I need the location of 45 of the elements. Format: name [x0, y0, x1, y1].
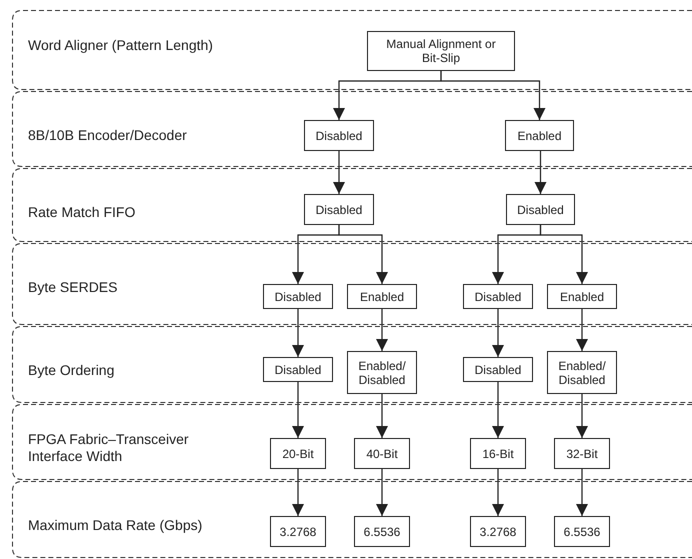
arrow: [292, 309, 304, 357]
arrow: [292, 469, 304, 516]
arrow: [540, 225, 588, 284]
arrow: [376, 309, 388, 351]
arrow: [376, 469, 388, 516]
arrow: [492, 309, 504, 357]
row-label: FPGA Fabric–Transceiver Interface Width: [28, 431, 190, 465]
option-box: Disabled: [304, 194, 374, 225]
option-box: Enabled: [347, 284, 417, 309]
option-box: Manual Alignment or Bit-Slip: [367, 31, 515, 71]
arrow: [440, 71, 546, 120]
arrow: [292, 382, 304, 438]
row-label: Word Aligner (Pattern Length): [28, 37, 214, 54]
row-label: Maximum Data Rate (Gbps): [28, 516, 204, 534]
arrow: [576, 309, 588, 351]
arrow: [576, 394, 588, 438]
option-box: 32-Bit: [554, 438, 610, 469]
arrow: [492, 382, 504, 438]
option-box: 6.5536: [354, 516, 410, 547]
arrow: [576, 469, 588, 516]
row-label: Byte SERDES: [28, 278, 118, 296]
option-box: Disabled: [463, 357, 533, 382]
option-box: Enabled: [547, 284, 617, 309]
option-box: Disabled: [263, 357, 333, 382]
arrow: [534, 151, 546, 194]
option-box: Disabled: [263, 284, 333, 309]
option-box: Enabled/ Disabled: [547, 351, 617, 394]
option-box: 40-Bit: [354, 438, 410, 469]
option-box: Disabled: [506, 194, 575, 225]
row-label: Byte Ordering: [28, 362, 116, 378]
arrow: [338, 225, 388, 284]
option-box: Disabled: [304, 120, 374, 151]
row-label: Rate Match FIFO: [28, 204, 136, 220]
option-box: 3.2768: [470, 516, 526, 547]
option-box: 16-Bit: [470, 438, 526, 469]
arrow: [376, 394, 388, 438]
option-box: Disabled: [463, 284, 533, 309]
row-label: 8B/10B Encoder/Decoder: [28, 126, 188, 144]
option-box: 6.5536: [554, 516, 610, 547]
option-box: Enabled: [505, 120, 574, 151]
option-box: Enabled/ Disabled: [347, 351, 417, 394]
option-box: 20-Bit: [270, 438, 326, 469]
option-box: 3.2768: [270, 516, 326, 547]
arrow: [492, 469, 504, 516]
arrow: [333, 151, 345, 194]
